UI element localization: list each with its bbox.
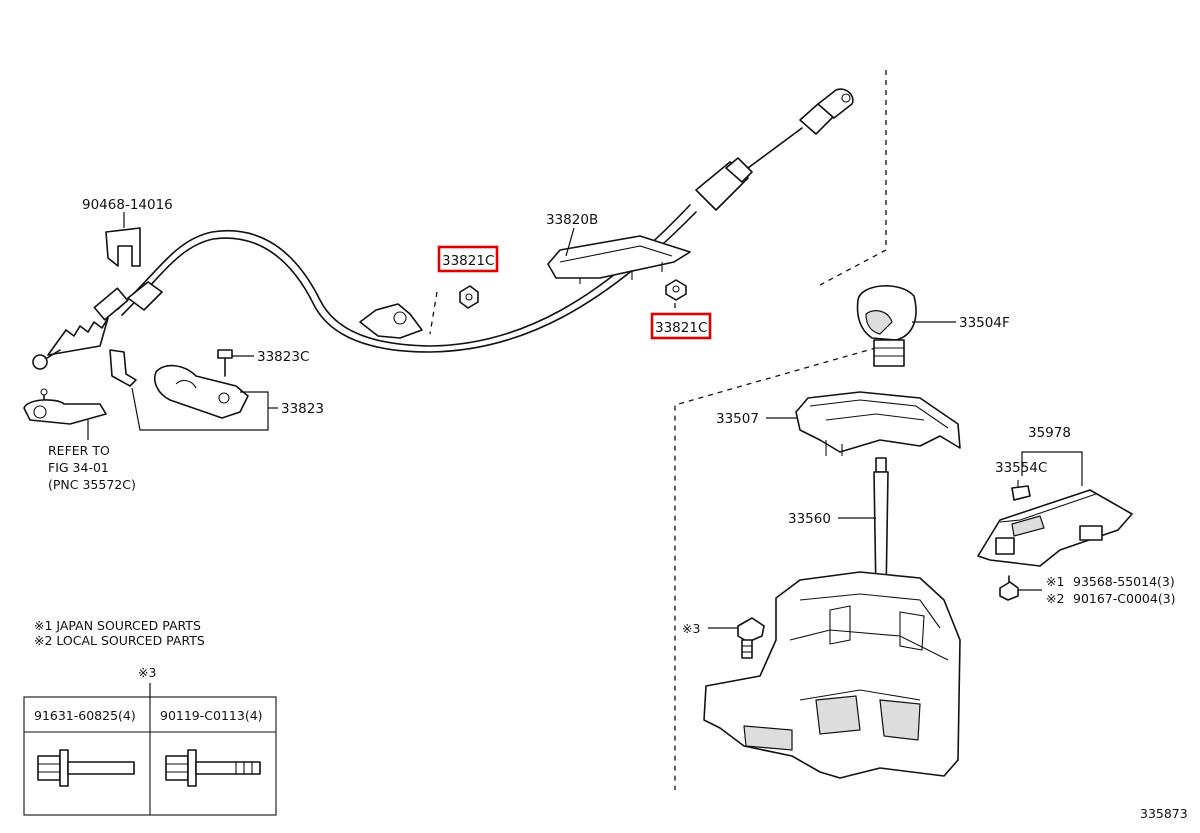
label-33821c-b: 33821C [655,320,707,336]
bolt-33823c [217,349,233,377]
highlight-box-33821c-b [650,312,712,340]
label-33507: 33507 [716,411,759,427]
leader-35978 [1021,451,1083,486]
bracket-33823 [109,349,249,419]
legend-japan: ※1 JAPAN SOURCED PARTS [34,618,201,633]
ball-joint [23,388,107,440]
screw-35978 [999,575,1019,601]
leader-33823 [131,387,269,431]
label-33823: 33823 [281,401,324,417]
refer-line3: (PNC 35572C) [48,477,136,492]
label-33504f: 33504F [959,315,1010,331]
legend-local: ※2 LOCAL SOURCED PARTS [34,633,205,648]
label-90468: 90468-14016 [82,197,173,213]
refer-line2: FIG 34-01 [48,460,109,475]
diagram-id: 335873 [1140,806,1188,821]
mark2-screw: ※2 [1046,591,1064,606]
flange-bolt-icon-2 [165,749,261,787]
flange-bolt-icon-1 [37,749,135,787]
bolt-table: ※3 91631-60825(4) 90119-C0113(4) [23,665,277,816]
label-90167: 90167-C0004(3) [1073,591,1176,606]
label-93568: 93568-55014(3) [1073,574,1175,589]
label-33554c: 33554C [995,460,1047,476]
retainer-clip [105,227,141,267]
label-33821c-a: 33821C [442,253,494,269]
nut-a [459,285,479,309]
bolt-table-title: ※3 [138,665,156,680]
clip-33554c [1011,480,1031,501]
cable-bracket [547,235,691,284]
leader-33820b [565,227,575,257]
group-boundary-lower [674,344,887,790]
label-33560: 33560 [788,511,831,527]
label-33820b: 33820B [546,212,598,228]
bolt-table-col1: 91631-60825(4) [34,708,136,723]
group-boundary-upper [819,70,887,286]
nut-b [665,279,687,301]
shift-base [703,571,961,779]
mark3-bolt: ※3 [682,621,700,636]
dashed-leader-clip [429,291,438,335]
mark1-screw: ※1 [1046,574,1064,589]
indicator-housing [795,391,961,456]
shift-knob [856,285,917,367]
label-33823c: 33823C [257,349,309,365]
bolt-mark3 [737,617,765,659]
label-35978: 35978 [1028,425,1071,441]
switch-35978 [977,489,1133,567]
bolt-table-col2: 90119-C0113(4) [160,708,263,723]
refer-line1: REFER TO [48,443,110,458]
highlight-box-33821c-a [437,245,499,273]
shift-cable [32,88,854,370]
